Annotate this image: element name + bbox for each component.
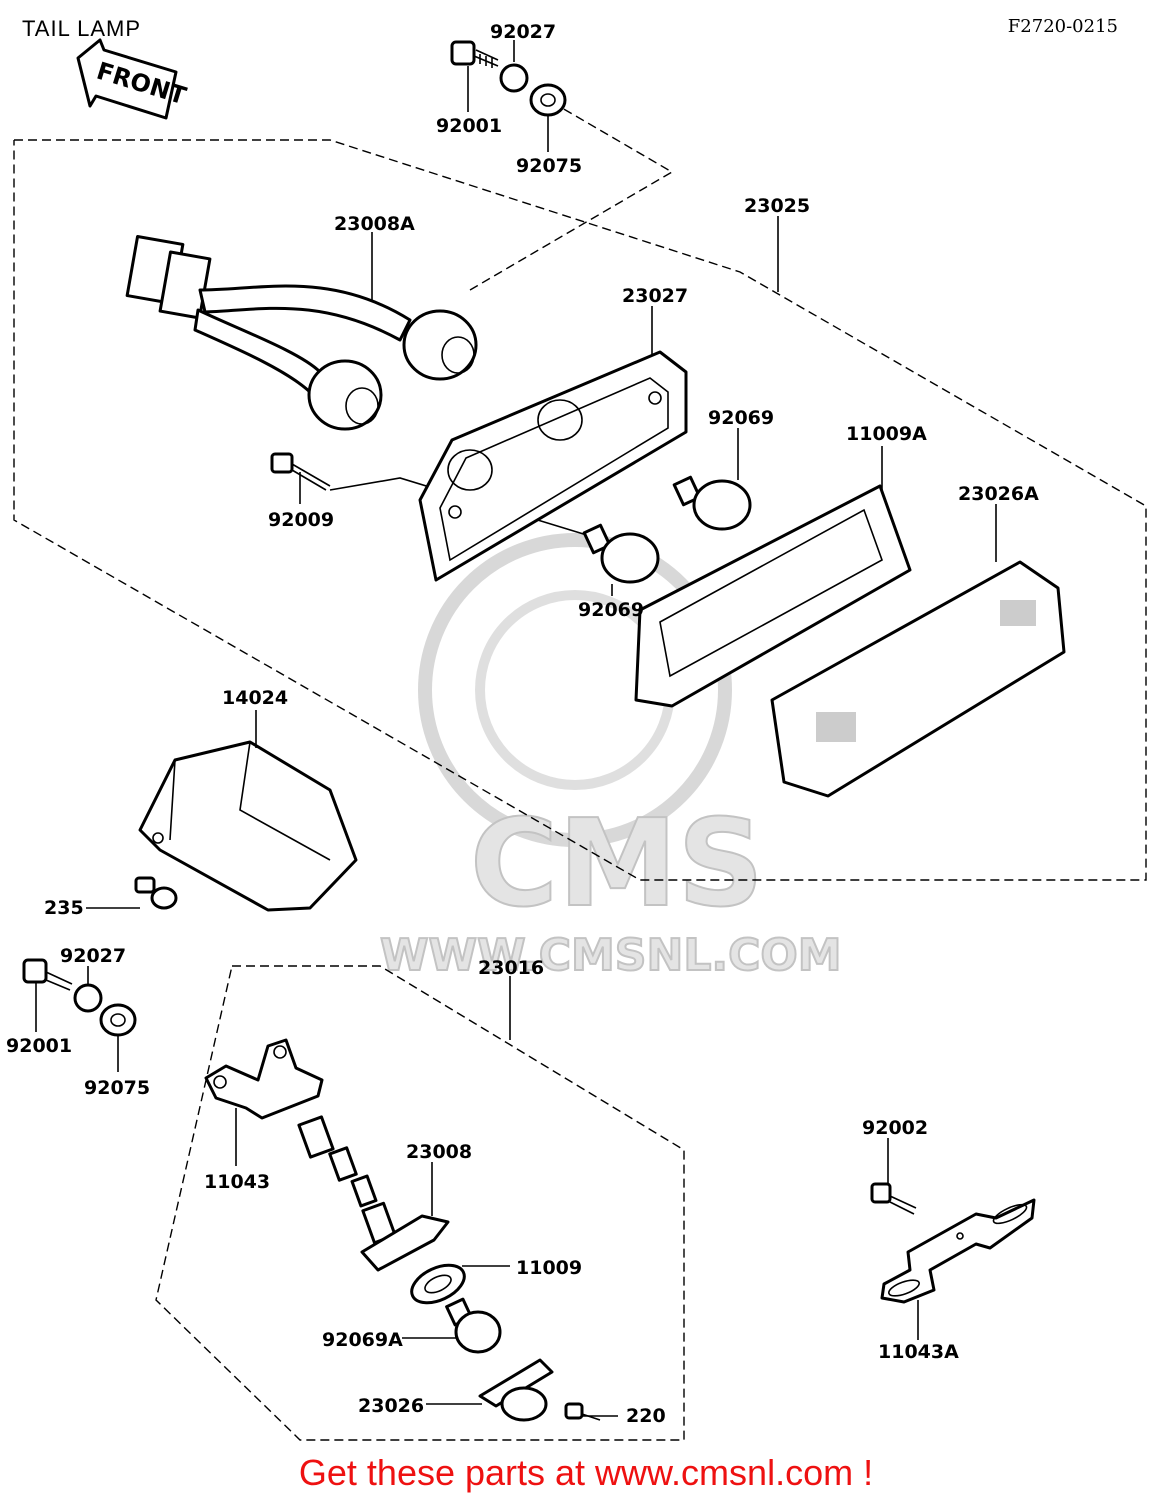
assembly-outline-23016 (155, 965, 685, 1441)
label-23008: 23008 (406, 1141, 472, 1163)
outline-link (469, 107, 674, 291)
label-235: 235 (44, 897, 84, 919)
bulb-92069-lower (582, 523, 660, 584)
label-11009: 11009 (516, 1257, 582, 1279)
front-arrow-icon: FRONT (76, 38, 190, 120)
label-23025: 23025 (744, 195, 810, 217)
lens-23026A (770, 560, 1066, 798)
bulb-92069A (445, 1297, 502, 1354)
assembly-outline-23025 (13, 139, 1147, 881)
bracket-11043A (880, 1198, 1036, 1304)
watermark-url: WWW.CMSNL.COM (380, 930, 842, 981)
socket-23008 (297, 1115, 450, 1272)
diagram-title: TAIL LAMP (22, 16, 142, 41)
label-92075-upper: 92075 (516, 155, 582, 177)
gasket-11009 (410, 1263, 466, 1305)
label-92001-upper: 92001 (436, 115, 502, 137)
footer-cta[interactable]: Get these parts at www.cmsnl.com ! (298, 1452, 874, 1493)
label-92069A: 92069A (322, 1329, 403, 1351)
grommet-92075-lower (99, 1003, 137, 1037)
cms-watermark: CMS WWW.CMSNL.COM (379, 533, 843, 982)
bracket-11043 (204, 1038, 324, 1120)
bolt-92001-lower (22, 958, 73, 991)
housing-23027 (418, 350, 688, 582)
label-92069-lower: 92069 (578, 599, 644, 621)
part-labels: 92027 92001 92075 23008A 23025 23027 920… (6, 21, 1039, 1427)
diagram-code: F2720-0215 (1007, 16, 1118, 37)
label-92069-upper: 92069 (708, 407, 774, 429)
label-11009A: 11009A (846, 423, 927, 445)
label-92027-lower: 92027 (60, 945, 126, 967)
grommet-92075-upper (529, 83, 567, 117)
bolt-92002 (870, 1182, 917, 1215)
label-23016: 23016 (478, 957, 544, 979)
screw-220 (564, 1402, 601, 1421)
label-23026A: 23026A (958, 483, 1039, 505)
screw-235 (134, 876, 178, 910)
bolt-92009 (270, 452, 331, 491)
harness-23008A (125, 234, 478, 431)
label-220: 220 (626, 1405, 666, 1427)
label-23026: 23026 (358, 1395, 424, 1417)
label-23008A: 23008A (334, 213, 415, 235)
watermark-brand: CMS (470, 795, 764, 934)
label-92009: 92009 (268, 509, 334, 531)
label-92001-lower: 92001 (6, 1035, 72, 1057)
bolt-92001-upper (450, 40, 499, 68)
collar-92027-lower (73, 983, 103, 1013)
label-23027: 23027 (622, 285, 688, 307)
collar-92027-upper (499, 63, 529, 93)
label-14024: 14024 (222, 687, 288, 709)
label-92002: 92002 (862, 1117, 928, 1139)
label-11043: 11043 (204, 1171, 270, 1193)
bulb-92069-upper (672, 475, 752, 531)
label-92027-upper: 92027 (490, 21, 556, 43)
label-11043A: 11043A (878, 1341, 959, 1363)
cover-14024 (138, 740, 358, 912)
gasket-11009A (634, 484, 912, 708)
leader-lines (35, 40, 997, 1417)
lens-23026 (478, 1358, 554, 1422)
label-92075-lower: 92075 (84, 1077, 150, 1099)
